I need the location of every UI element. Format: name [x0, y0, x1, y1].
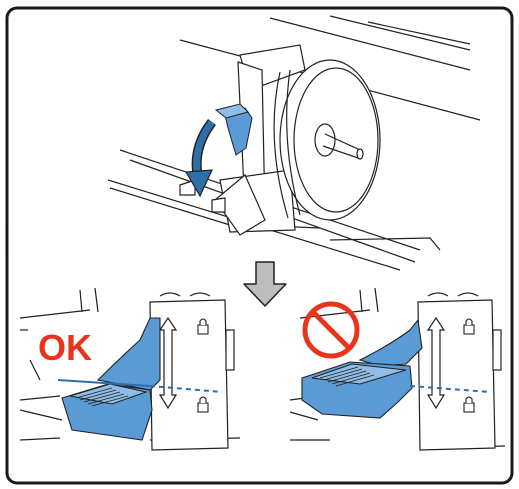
panel-ng [289, 287, 506, 451]
prohibited-icon [302, 301, 360, 359]
rotate-down-arrow-icon [184, 118, 217, 198]
top-illustration [107, 15, 481, 271]
panel-ok: OK [19, 287, 241, 451]
lock-icon [197, 318, 209, 413]
ok-label: OK [38, 327, 92, 368]
reference-line-ok-dashed [149, 385, 223, 393]
lever-ng [301, 318, 423, 419]
reference-line-ok [57, 379, 151, 387]
lock-icon-ng [463, 318, 475, 413]
height-range-arrow-icon-ng [426, 316, 446, 410]
down-arrow-icon [243, 261, 287, 307]
lever-blue [214, 103, 253, 156]
height-range-arrow-icon [158, 316, 178, 410]
reference-line-ng-dashed [409, 385, 491, 393]
